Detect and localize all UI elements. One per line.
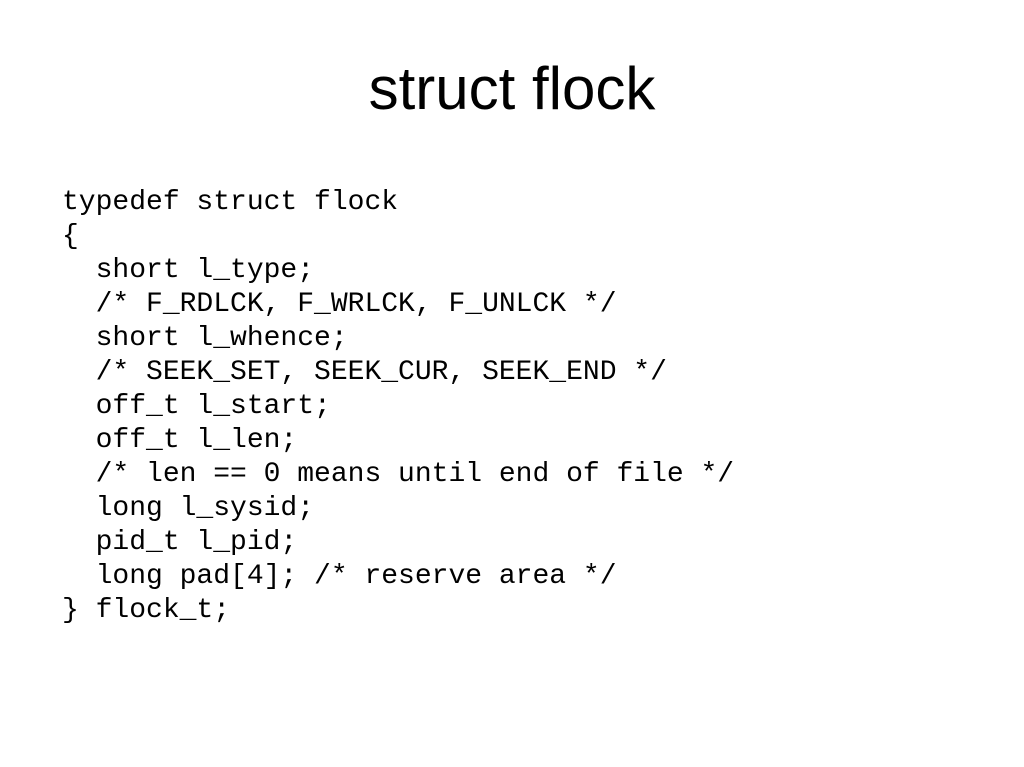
code-block: typedef struct flock { short l_type; /* … bbox=[62, 187, 735, 626]
slide-title: struct flock bbox=[368, 55, 656, 122]
